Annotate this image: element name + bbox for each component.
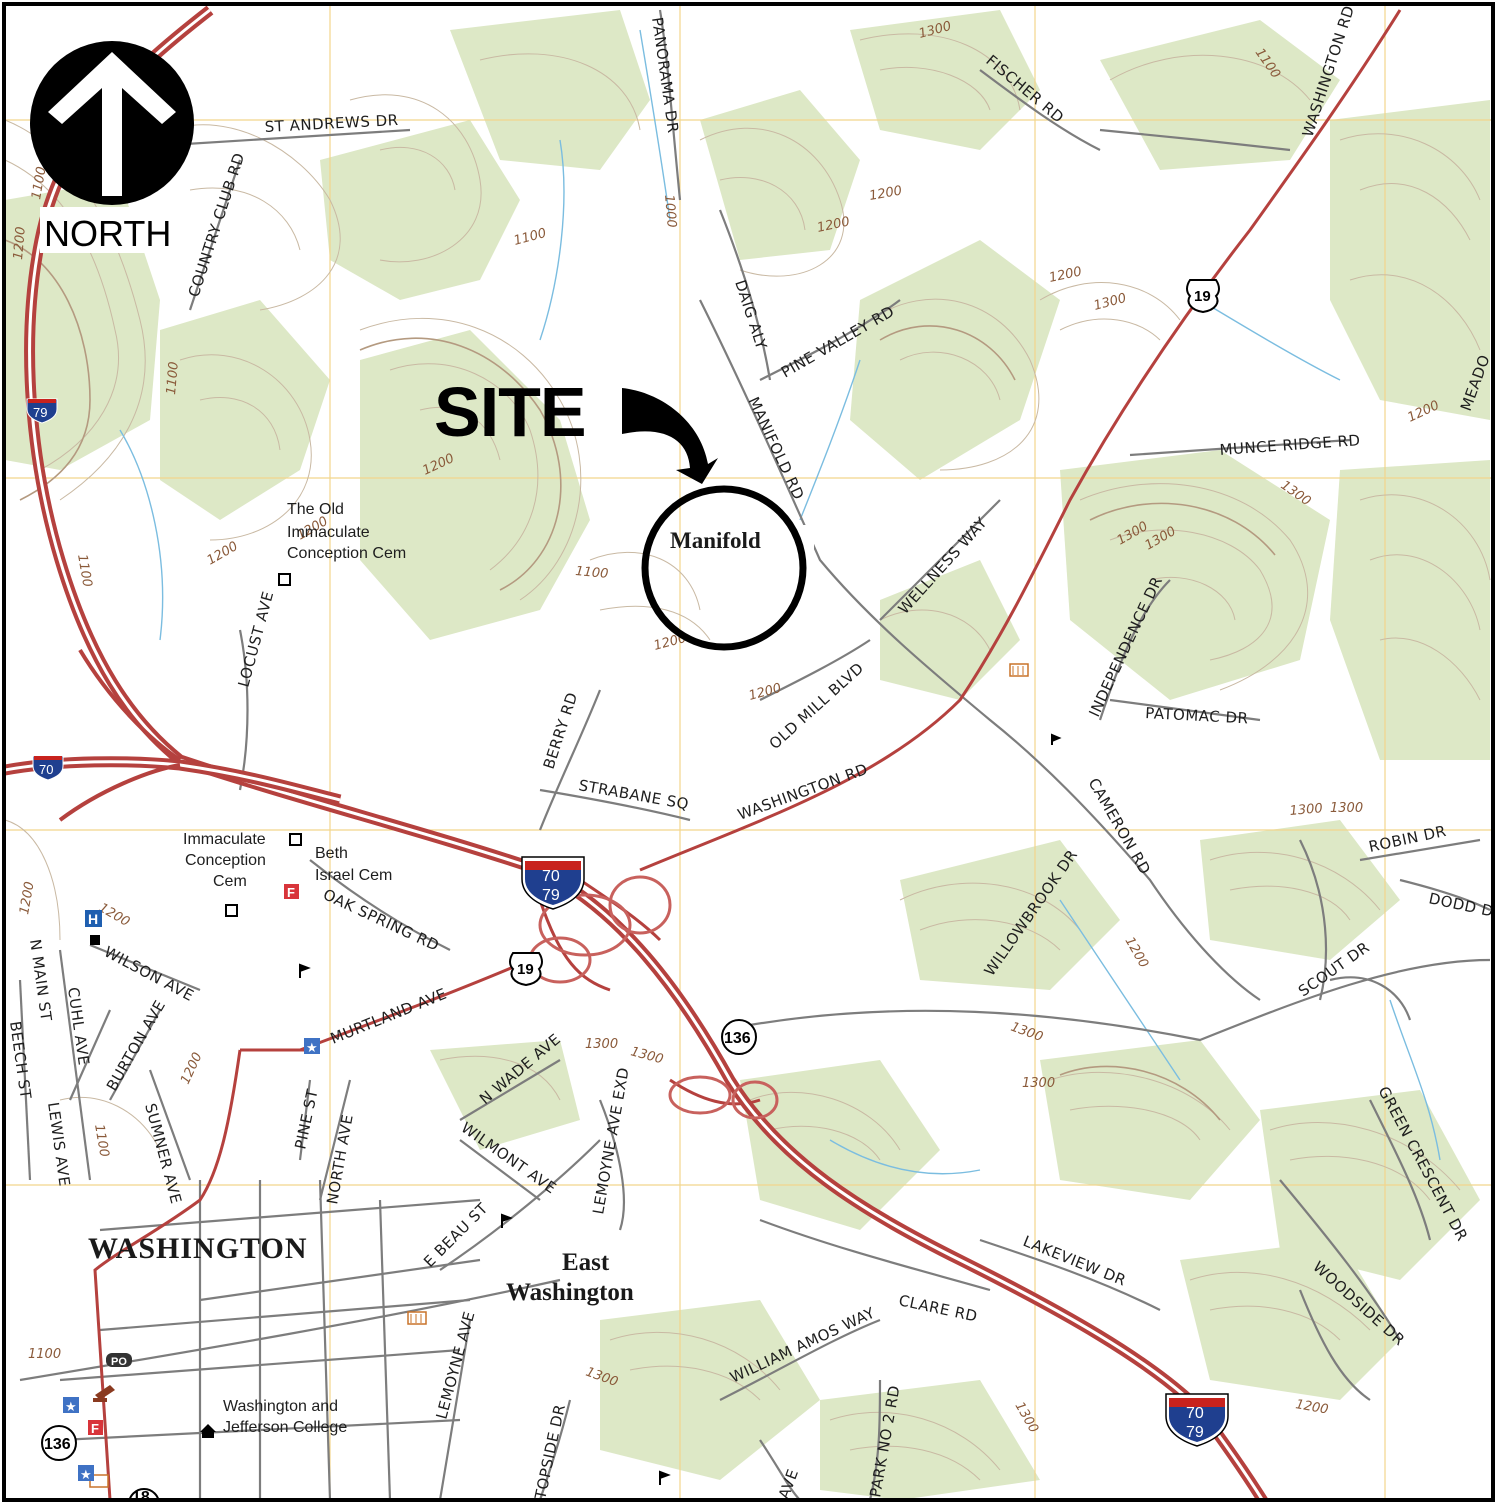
svg-text:F: F — [91, 1421, 99, 1436]
local-roads — [18, 9, 1491, 1500]
state-route-shield-icon: 18 — [128, 1488, 160, 1504]
town-east-washington: Washington — [506, 1279, 634, 1306]
svg-text:136: 136 — [724, 1030, 751, 1047]
svg-text:70: 70 — [1186, 1405, 1204, 1422]
svg-text:1100: 1100 — [28, 1347, 61, 1362]
map-symbols: F F H ★ ★ ★ PO — [63, 573, 1062, 1488]
svg-text:1100: 1100 — [29, 165, 50, 200]
svg-text:1000: 1000 — [661, 194, 679, 228]
svg-text:18: 18 — [132, 1489, 150, 1504]
svg-text:1200: 1200 — [11, 226, 29, 260]
cemetery-icon — [225, 904, 238, 917]
site-arrow-icon — [622, 388, 718, 484]
svg-text:70: 70 — [39, 762, 53, 777]
svg-text:79: 79 — [1186, 1424, 1204, 1441]
svg-text:79: 79 — [33, 405, 47, 420]
svg-text:70: 70 — [542, 868, 560, 885]
interstate-shield-icon: 70 79 — [1165, 1393, 1229, 1447]
town-east: East — [562, 1249, 610, 1276]
svg-text:136: 136 — [44, 1436, 71, 1453]
police-star-icon: ★ — [63, 1397, 79, 1415]
place-labels: The Old Immaculate Conception Cem Immacu… — [183, 501, 406, 1436]
svg-text:1200: 1200 — [816, 214, 851, 236]
us-route-shield-icon: 19 — [1186, 279, 1220, 314]
svg-text:1100: 1100 — [74, 553, 95, 588]
interstate-shield-icon: 70 — [32, 755, 64, 781]
svg-text:1300: 1300 — [1022, 1076, 1055, 1091]
police-star-icon: ★ — [304, 1038, 320, 1056]
svg-text:★: ★ — [65, 1400, 77, 1415]
library-icon — [90, 935, 100, 945]
site-marker: Manifold SITE — [434, 373, 814, 651]
svg-text:1200: 1200 — [1294, 1397, 1329, 1418]
north-arrow: NORTH — [30, 41, 194, 254]
school-icon — [1051, 733, 1062, 745]
svg-text:1300: 1300 — [1289, 801, 1323, 819]
post-office-icon: PO — [106, 1353, 132, 1368]
svg-text:H: H — [88, 911, 98, 927]
us-route-shield-icon: 19 — [509, 952, 543, 987]
school-icon — [299, 963, 311, 978]
state-highways — [93, 9, 1402, 1500]
road-label: PATOMAC DR — [1145, 704, 1249, 727]
svg-text:19: 19 — [517, 961, 534, 978]
interstate-shield-icon: 79 — [26, 398, 58, 424]
svg-text:1200: 1200 — [868, 183, 903, 204]
svg-text:1200: 1200 — [17, 880, 38, 915]
place-wj-college: Washington and Jefferson College — [223, 1398, 347, 1436]
site-label: SITE — [434, 373, 586, 451]
locality-manifold: Manifold — [670, 528, 761, 553]
interchange-ramps — [528, 875, 779, 1120]
museum-icon — [407, 1311, 427, 1325]
school-icon — [659, 1470, 671, 1485]
state-route-shield-icon: 136 — [41, 1425, 77, 1461]
svg-text:1100: 1100 — [575, 564, 609, 582]
svg-text:1300: 1300 — [585, 1037, 618, 1052]
svg-text:★: ★ — [306, 1041, 318, 1056]
interstate-highways — [4, 5, 1269, 1500]
place-immaculate-cem: Immaculate Conception Cem — [183, 831, 270, 890]
streams — [119, 29, 1441, 1175]
fire-station-icon: F — [284, 884, 299, 900]
svg-text:19: 19 — [1194, 288, 1211, 305]
svg-text:1200: 1200 — [1048, 264, 1083, 286]
courthouse-icon — [93, 1385, 115, 1402]
college-icon — [200, 1424, 216, 1438]
hospital-icon: H — [85, 910, 102, 927]
index-contours — [4, 239, 1276, 1121]
svg-text:1100: 1100 — [91, 1123, 112, 1158]
place-old-immaculate-cem: The Old Immaculate Conception Cem — [287, 501, 406, 562]
fire-station-icon: F — [88, 1420, 103, 1436]
svg-text:F: F — [287, 885, 295, 900]
school-icon — [501, 1213, 513, 1228]
town-washington: WASHINGTON — [88, 1232, 308, 1265]
svg-text:★: ★ — [80, 1468, 92, 1483]
svg-text:PO: PO — [111, 1356, 127, 1368]
place-beth-israel-cem: Beth Israel Cem — [315, 845, 392, 884]
cemetery-icon — [289, 833, 302, 846]
interstate-shield-icon: 70 79 — [521, 856, 585, 910]
svg-text:1300: 1300 — [1330, 801, 1363, 816]
police-star-icon: ★ — [78, 1465, 94, 1483]
cemetery-icon — [278, 573, 291, 586]
north-label: NORTH — [44, 213, 171, 254]
state-route-shield-icon: 136 — [721, 1019, 757, 1055]
museum-icon — [1009, 663, 1029, 677]
svg-text:1100: 1100 — [164, 361, 182, 395]
svg-text:79: 79 — [542, 887, 560, 904]
site-circle-icon — [641, 485, 807, 651]
